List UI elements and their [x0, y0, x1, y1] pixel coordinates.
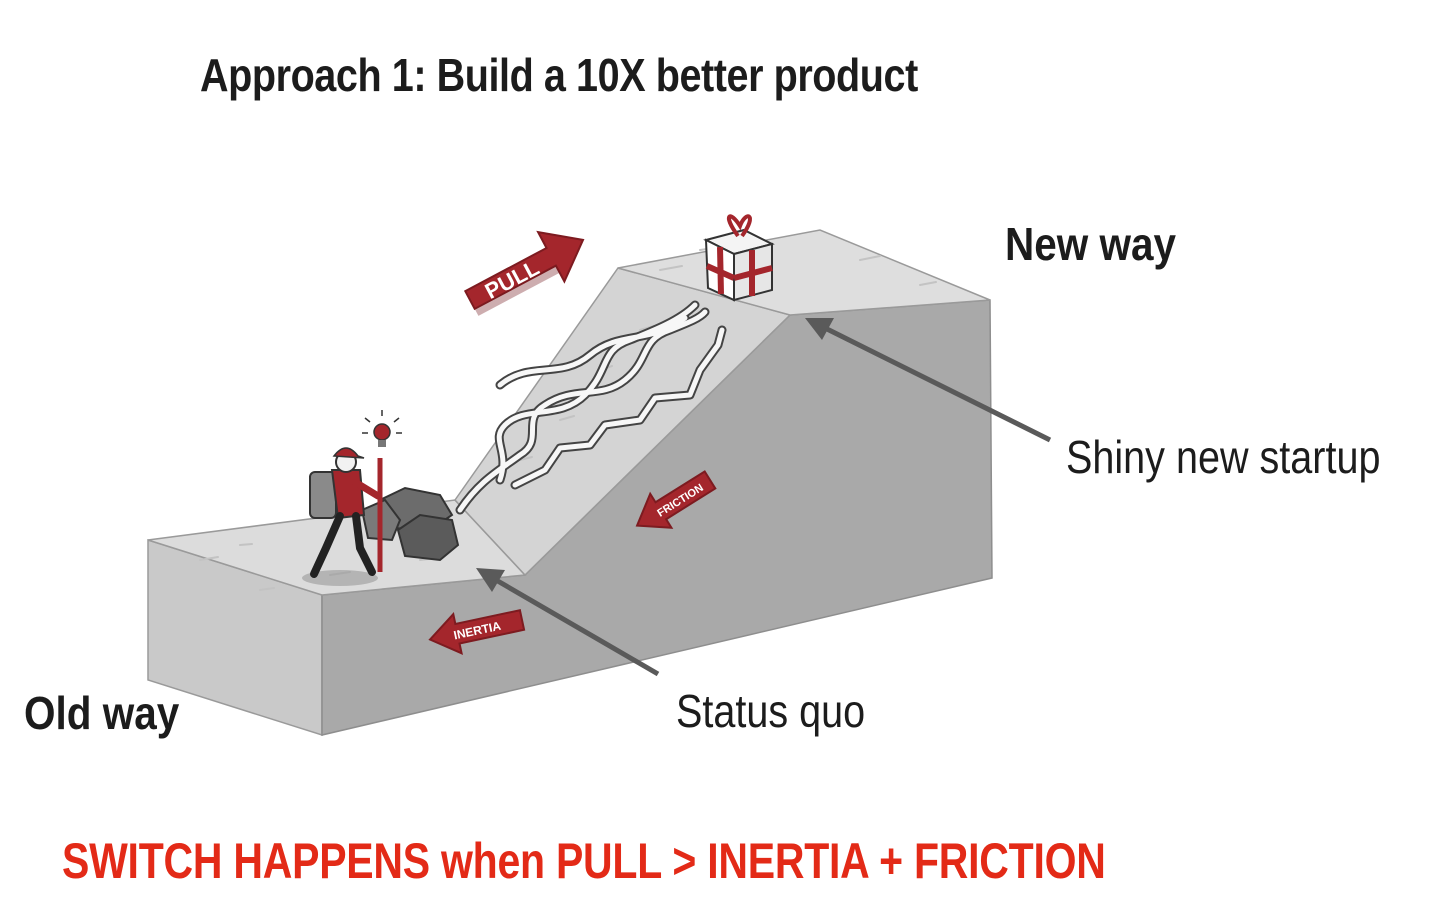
gift-icon: [703, 214, 775, 302]
winding-paths: [455, 300, 727, 515]
old-way-label: Old way: [24, 687, 180, 739]
terrain-block: [147, 229, 993, 737]
lightbulb-icon: [362, 410, 402, 447]
status-quo-label: Status quo: [676, 685, 866, 737]
shiny-pointer-line: [823, 325, 1052, 443]
status-pointer-line: [494, 577, 660, 677]
switch-formula: SWITCH HAPPENS when PULL > INERTIA + FRI…: [62, 833, 1106, 889]
inertia-arrow: INERTIA: [428, 609, 526, 655]
shiny-new-startup-label: Shiny new startup: [1066, 431, 1381, 483]
hiker-figure: [302, 447, 383, 586]
shiny-pointer-head: [805, 318, 834, 340]
status-pointer-head: [476, 568, 505, 592]
pull-arrow: PULL: [463, 230, 585, 316]
new-way-label: New way: [1005, 218, 1176, 270]
pointer-arrows: [476, 318, 1052, 677]
diagram-title: Approach 1: Build a 10X better product: [200, 49, 918, 101]
